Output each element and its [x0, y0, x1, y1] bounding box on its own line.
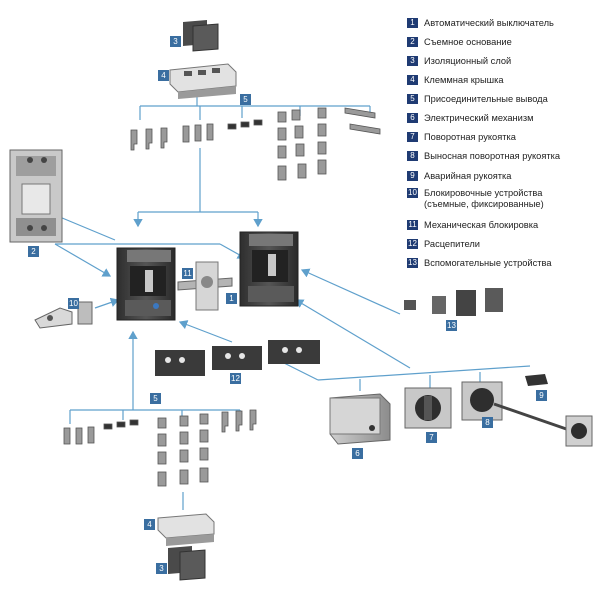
mechanical-interlock: [177, 261, 233, 311]
legend-label: Аварийная рукоятка: [424, 171, 512, 181]
legend-item: 5 Присоединительные вывода: [407, 94, 548, 105]
motor-mechanism: [329, 393, 391, 445]
legend-item: 10 Блокировочные устройства (съемные, фик…: [407, 188, 544, 210]
legend-item: 4 Клеммная крышка: [407, 75, 504, 86]
legend-item: 3 Изоляционный слой: [407, 56, 511, 67]
badge-5-top: 5: [240, 94, 251, 105]
legend-label: Блокировочные устройства (съемные, фикси…: [424, 188, 544, 209]
legend-item: 6 Электрический механизм: [407, 113, 534, 124]
legend-number: 5: [407, 94, 418, 104]
legend-item: 9 Аварийная рукоятка: [407, 171, 511, 182]
legend-number: 3: [407, 56, 418, 66]
terminal-cover-bottom: [157, 513, 215, 546]
legend-number: 11: [407, 220, 418, 230]
auxiliary-devices: [404, 288, 503, 316]
legend-item: 11 Механическая блокировка: [407, 220, 538, 231]
badge-5-bottom: 5: [150, 393, 161, 404]
legend-item: 2 Съемное основание: [407, 37, 512, 48]
legend-number: 13: [407, 258, 418, 268]
legend-item: 13 Вспомогательные устройства: [407, 258, 552, 269]
badge-2: 2: [28, 246, 39, 257]
legend-label: Клеммная крышка: [424, 75, 504, 85]
terminals-top: [130, 107, 381, 181]
badge-1: 1: [226, 293, 237, 304]
circuit-breaker-left: [116, 247, 176, 321]
legend-label: Автоматический выключатель: [424, 18, 554, 28]
legend-item: 8 Выносная поворотная рукоятка: [407, 151, 560, 162]
legend-label: Электрический механизм: [424, 113, 534, 123]
legend-item: 1 Автоматический выключатель: [407, 18, 554, 29]
legend-label: Механическая блокировка: [424, 220, 539, 230]
emergency-handle: [525, 374, 548, 386]
legend-label: Вспомогательные устройства: [424, 258, 552, 268]
circuit-breaker-right: [239, 231, 299, 307]
rotary-handle: [404, 387, 452, 429]
terminal-cover-top: [169, 63, 237, 99]
legend-label: Поворотная рукоятка: [424, 132, 516, 142]
badge-9: 9: [536, 390, 547, 401]
legend-item: 12 Расцепители: [407, 239, 480, 250]
badge-13: 13: [446, 320, 457, 331]
legend-label: Выносная поворотная рукоятка: [424, 151, 561, 161]
legend-number: 4: [407, 75, 418, 85]
insulation-sheet-top: [183, 20, 219, 52]
badge-3-bottom: 3: [156, 563, 167, 574]
plug-in-base: [9, 149, 63, 243]
badge-6: 6: [352, 448, 363, 459]
badge-10: 10: [68, 298, 79, 309]
extended-rotary-handle: [461, 381, 593, 447]
badge-12: 12: [230, 373, 241, 384]
terminals-bottom: [63, 409, 257, 487]
legend-number: 8: [407, 151, 418, 161]
legend-number: 9: [407, 171, 418, 181]
legend-number: 6: [407, 113, 418, 123]
legend-label: Присоединительные вывода: [424, 94, 548, 104]
badge-11: 11: [182, 268, 193, 279]
locking-devices: [34, 301, 93, 329]
badge-8: 8: [482, 417, 493, 428]
legend-item: 7 Поворотная рукоятка: [407, 132, 516, 143]
badge-7: 7: [426, 432, 437, 443]
legend-number: 10: [407, 188, 418, 198]
badge-3-top: 3: [170, 36, 181, 47]
insulation-sheet-bottom: [168, 546, 206, 581]
legend-number: 2: [407, 37, 418, 47]
legend-number: 7: [407, 132, 418, 142]
legend-label: Расцепители: [424, 239, 480, 249]
badge-4-top: 4: [158, 70, 169, 81]
legend-number: 1: [407, 18, 418, 28]
legend-label: Изоляционный слой: [424, 56, 512, 66]
legend-label: Съемное основание: [424, 37, 512, 47]
badge-4-bottom: 4: [144, 519, 155, 530]
trip-units: [155, 340, 320, 376]
legend-number: 12: [407, 239, 418, 249]
